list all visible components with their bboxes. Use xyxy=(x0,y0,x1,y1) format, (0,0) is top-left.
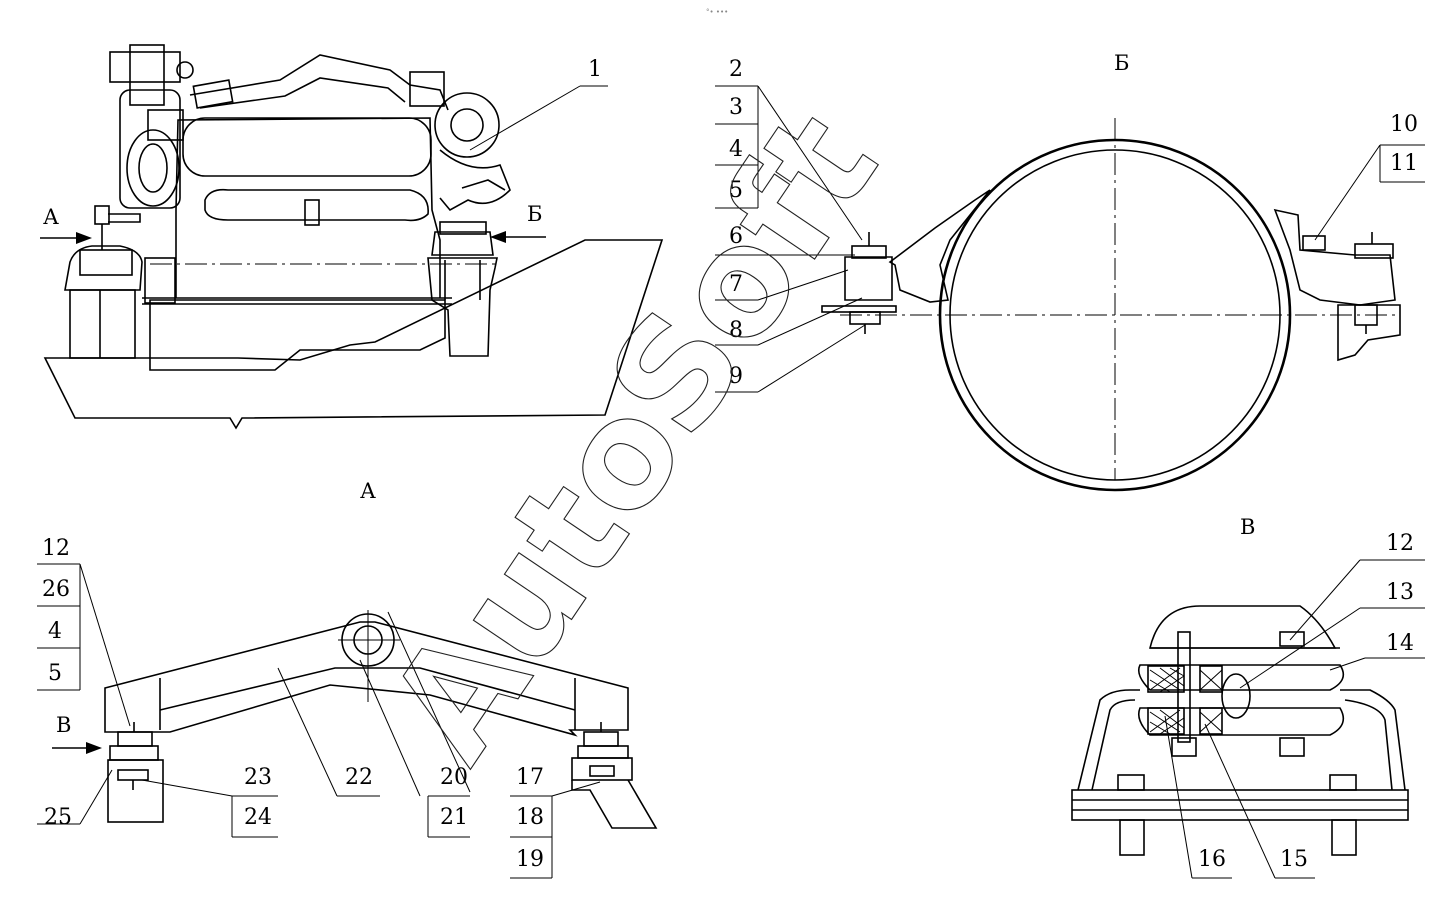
callout-16: 16 xyxy=(1198,847,1226,872)
callout-stack-12-5: 12 26 4 5 xyxy=(37,536,81,691)
right-mount xyxy=(1354,243,1394,259)
callout-9: 9 xyxy=(729,364,743,389)
callout-2: 2 xyxy=(729,57,743,82)
top-mark: °• ••• xyxy=(706,8,728,16)
frame-rail xyxy=(43,239,664,430)
right-cushion xyxy=(583,731,619,747)
callout-12-view-a: 12 xyxy=(42,536,70,561)
callout-21: 21 xyxy=(440,805,468,830)
callout-13: 13 xyxy=(1386,580,1414,605)
callout-8: 8 xyxy=(729,318,743,343)
callout-4-view-a: 4 xyxy=(48,619,62,644)
callout-25: 25 xyxy=(44,805,72,830)
callout-stack-20-21: 20 21 xyxy=(427,765,470,838)
callout-12-view-v: 12 xyxy=(1386,531,1414,556)
watermark: AutoSoft xyxy=(356,83,910,789)
pulley xyxy=(126,129,180,207)
arrow-a-main xyxy=(76,232,92,244)
engine-side-view xyxy=(40,44,664,430)
callout-23: 23 xyxy=(244,765,272,790)
front-mount-support xyxy=(69,289,136,359)
engine-block xyxy=(175,117,441,298)
arrow-v xyxy=(86,742,102,754)
callout-4: 4 xyxy=(729,137,743,162)
callout-stack-2-5: 2 3 4 5 xyxy=(715,57,759,209)
bracket-top xyxy=(1148,605,1337,649)
rear-bracket xyxy=(427,257,498,357)
arrow-label-a: А xyxy=(43,205,59,229)
left-cushion xyxy=(117,731,153,747)
callout-stack-17-19: 17 18 19 xyxy=(510,765,553,879)
oil-pan xyxy=(149,299,446,371)
callout-1: 1 xyxy=(588,57,602,82)
right-bracket xyxy=(1273,208,1396,306)
view-b xyxy=(757,85,1401,492)
arrow-label-b: Б xyxy=(527,202,542,226)
left-bracket xyxy=(888,189,991,303)
callout-24: 24 xyxy=(244,805,272,830)
callout-11: 11 xyxy=(1390,151,1418,176)
callout-18: 18 xyxy=(516,805,544,830)
callout-5-view-a: 5 xyxy=(48,661,62,686)
front-crossbeam xyxy=(104,621,629,737)
rear-mount xyxy=(431,231,494,256)
view-a xyxy=(52,563,658,829)
front-mount xyxy=(64,245,143,291)
callout-5: 5 xyxy=(729,178,743,203)
upper-rubber xyxy=(1137,664,1345,691)
right-support-post xyxy=(571,757,633,781)
arrow-label-v: В xyxy=(56,713,71,737)
lower-rubber xyxy=(1137,707,1345,736)
callout-stack-6-9: 6 7 8 9 xyxy=(715,224,758,393)
callout-stack-23-24: 23 24 xyxy=(231,765,278,838)
callout-3: 3 xyxy=(729,95,743,120)
view-v xyxy=(1071,559,1409,879)
callout-7: 7 xyxy=(729,272,743,297)
view-label-a: А xyxy=(360,479,376,503)
callout-6: 6 xyxy=(729,224,743,249)
center-bolt xyxy=(1177,631,1191,743)
arrow-b-main xyxy=(490,231,506,243)
view-label-v: В xyxy=(1240,515,1255,539)
callout-22: 22 xyxy=(345,765,373,790)
callout-19: 19 xyxy=(516,847,544,872)
exhaust-manifold xyxy=(204,188,429,222)
valve-cover xyxy=(182,117,432,177)
right-frame xyxy=(1337,304,1401,362)
turbocharger xyxy=(434,92,500,158)
callout-10: 10 xyxy=(1390,112,1418,137)
callout-stack-12-14: 12 13 14 xyxy=(1360,531,1425,659)
callout-20: 20 xyxy=(440,765,468,790)
intake-pipe xyxy=(189,54,449,111)
mount-cup xyxy=(1077,689,1406,791)
callout-14: 14 xyxy=(1386,631,1414,656)
left-mount xyxy=(844,256,893,301)
callout-stack-15-16: 16 15 xyxy=(1192,847,1315,879)
callout-15: 15 xyxy=(1280,847,1308,872)
view-label-b: Б xyxy=(1114,51,1129,75)
callout-stack-10-11: 10 11 xyxy=(1379,112,1425,183)
front-cover xyxy=(119,89,181,209)
callout-26: 26 xyxy=(42,577,70,602)
base-plate xyxy=(1071,789,1409,821)
callout-17: 17 xyxy=(516,765,544,790)
left-support-post xyxy=(107,759,164,823)
